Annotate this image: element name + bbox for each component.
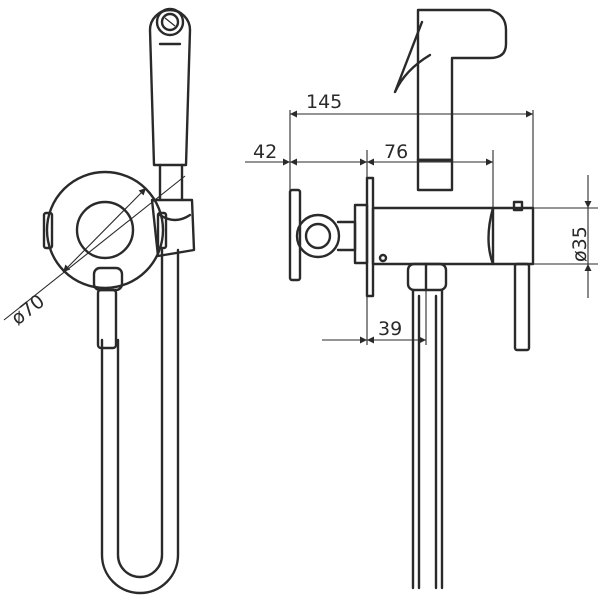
side-wall-flange bbox=[288, 176, 375, 298]
side-hose bbox=[406, 262, 448, 590]
dim-hose-offset: 39 bbox=[322, 290, 427, 345]
front-view: ø70 bbox=[3, 7, 196, 595]
dim-overall-length: 145 bbox=[289, 91, 534, 208]
dim-diameter-body: ø35 bbox=[533, 175, 598, 298]
dim-body-offset: 76 bbox=[367, 141, 494, 208]
front-holder bbox=[150, 163, 196, 258]
label-body-offset: 76 bbox=[384, 141, 408, 163]
label-diameter-flange: ø70 bbox=[7, 290, 49, 329]
front-hose bbox=[100, 248, 180, 595]
label-hose-offset: 39 bbox=[378, 318, 402, 340]
side-shower-head bbox=[393, 8, 508, 192]
front-shower-head bbox=[148, 7, 192, 167]
side-view: 145 42 76 ø35 39 bbox=[245, 8, 598, 590]
label-flange-offset: 42 bbox=[253, 141, 277, 163]
dim-flange-offset: 42 bbox=[245, 141, 368, 178]
label-diameter-body: ø35 bbox=[569, 226, 591, 262]
front-lever bbox=[92, 266, 124, 350]
label-overall-length: 145 bbox=[306, 91, 342, 113]
